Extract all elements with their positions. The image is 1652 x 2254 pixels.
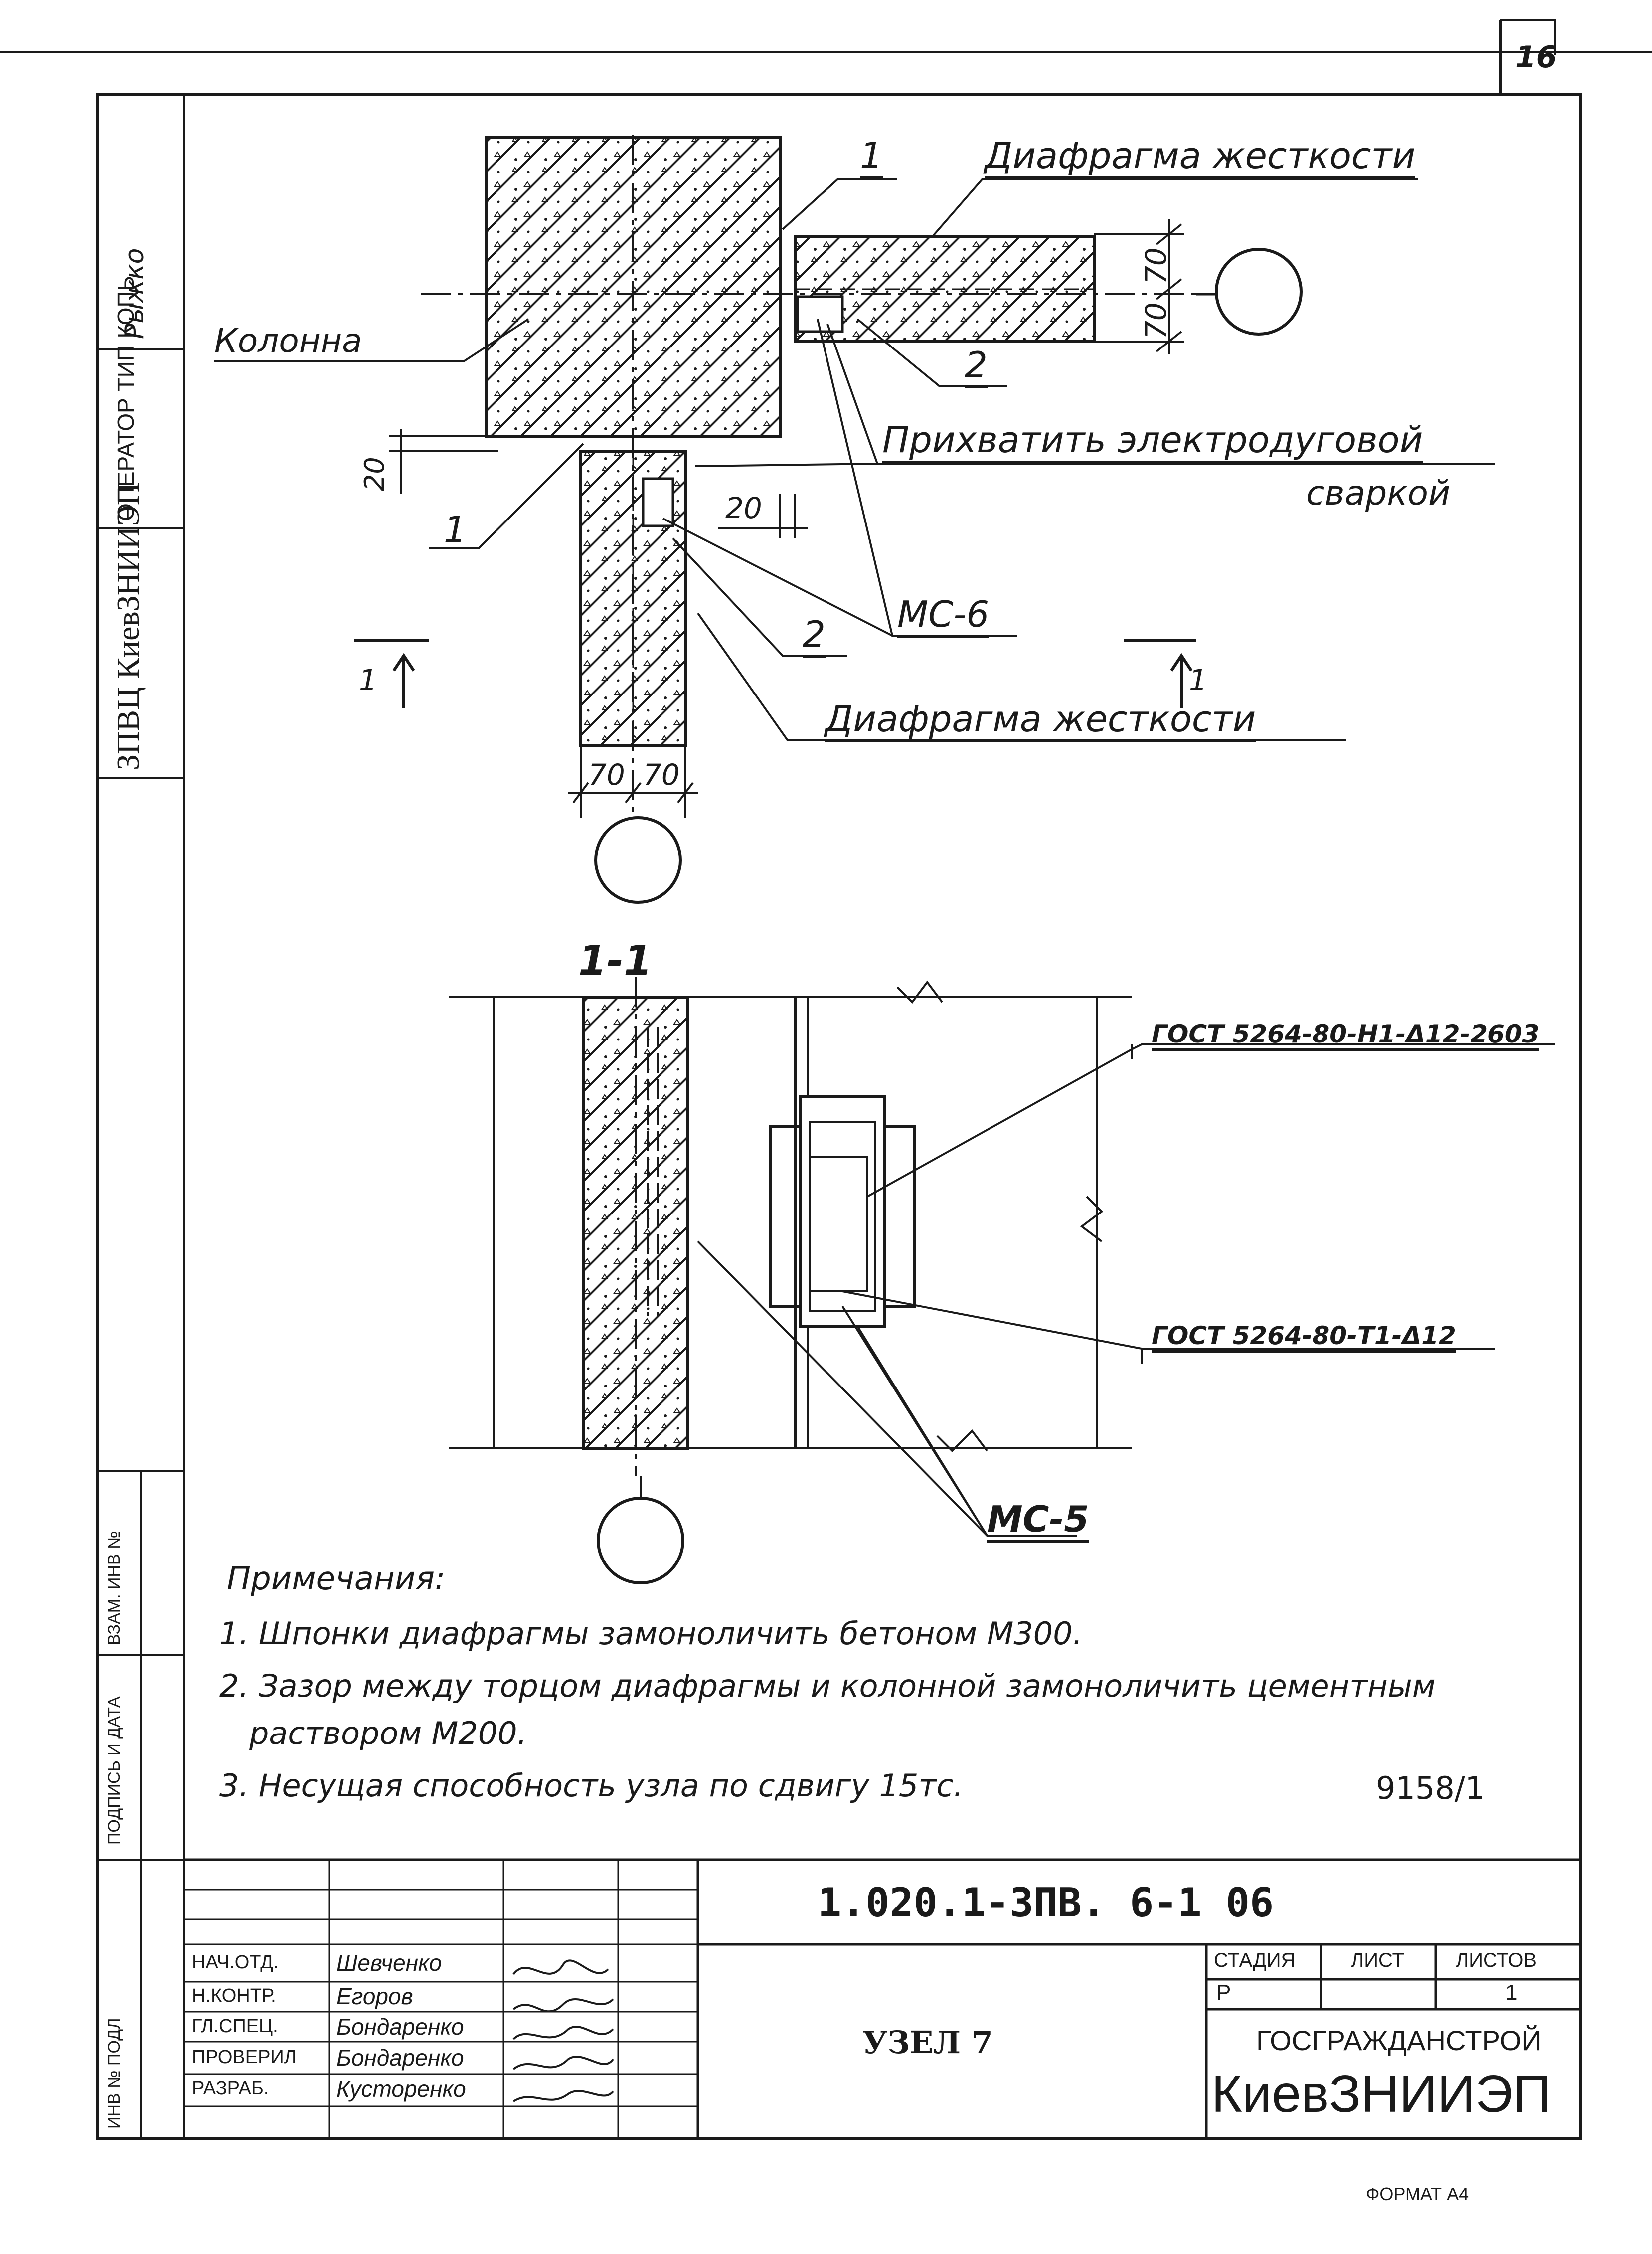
dim-70-d: 70 — [643, 758, 680, 792]
tb-row-name: Бондаренко — [336, 2014, 464, 2040]
axis-bubble-section — [597, 1497, 684, 1584]
format-label: ФОРМАТ А4 — [1366, 2184, 1469, 2204]
section-mark-left: 1 — [359, 663, 377, 697]
dim-70-b: 70 — [1139, 302, 1173, 339]
tb-code: 1.020.1-3ПВ. 6-1 06 — [818, 1880, 1274, 1926]
section-title: 1-1 — [578, 937, 653, 985]
dim-70-c: 70 — [588, 758, 625, 792]
tb-row-role: Н.КОНТР. — [192, 1985, 276, 2006]
page-number: 16 — [1515, 40, 1557, 75]
axis-bubble-bottom — [594, 816, 682, 904]
tb-org-line2: КиевЗНИИЭП — [1211, 2065, 1551, 2123]
tb-stage-header: СТАДИЯ — [1214, 1949, 1296, 1971]
section-mark-right: 1 — [1189, 663, 1207, 697]
label-weld: Прихватить электродуговой — [882, 419, 1423, 463]
margin-proverka-block: Рыжко — [120, 248, 150, 339]
margin-inv-podl: ИНВ № ПОДЛ — [105, 2018, 124, 2129]
tb-row-role: НАЧ.ОТД. — [192, 1952, 279, 1973]
dim-20-b: 20 — [725, 491, 762, 525]
axis-bubble-right — [1215, 248, 1303, 336]
archive-number: 9158/1 — [1376, 1770, 1485, 1806]
note-3: 3. Несущая способность узла по сдвигу 15… — [219, 1767, 964, 1804]
left-strip-dividers — [97, 348, 184, 2139]
tb-row-role: РАЗРАБ. — [192, 2078, 269, 2099]
callout-1-bottom: 1 — [444, 509, 467, 550]
title-block-grid — [184, 1858, 1580, 2139]
tb-row-name: Кусторенко — [336, 2076, 466, 2102]
tb-row-name: Егоров — [336, 1983, 413, 2009]
callout-2-top: 2 — [965, 344, 988, 388]
margin-vzam-inv: ВЗАМ. ИНВ № — [105, 1531, 124, 1645]
tb-row-name: Бондаренко — [336, 2045, 464, 2071]
tb-sheets-value: 1 — [1505, 1980, 1518, 2005]
label-diaphragm-bottom: Диафрагма жесткости — [825, 698, 1256, 742]
tb-row-role: ПРОВЕРИЛ — [192, 2047, 297, 2068]
label-weld-2: сваркой — [1306, 474, 1451, 513]
sheet-frame — [0, 19, 1652, 2140]
label-column: Колонна — [214, 322, 362, 362]
dim-70-a: 70 — [1139, 247, 1173, 284]
label-mc6: МС-6 — [897, 593, 990, 638]
tb-row-name: Шевченко — [336, 1950, 442, 1976]
callout-1-top: 1 — [860, 135, 883, 179]
tb-row-role: ГЛ.СПЕЦ. — [192, 2016, 278, 2037]
callout-2-bottom: 2 — [803, 613, 826, 658]
signature-marks — [512, 1959, 614, 2102]
notes-heading: Примечания: — [227, 1560, 446, 1597]
margin-org-block: ЗПВЦ КиевЗНИИЭП — [110, 482, 146, 770]
label-diaphragm-top: Диафрагма жесткости — [985, 135, 1416, 179]
tb-sheet-header: ЛИСТ — [1351, 1949, 1404, 1971]
note-2: 2. Зазор между торцом диафрагмы и колонн… — [219, 1668, 1436, 1704]
gost-bottom: ГОСТ 5264-80-Т1-Δ12 — [1152, 1321, 1456, 1353]
label-mc5: МС-5 — [987, 1498, 1089, 1543]
tb-title: УЗЕЛ 7 — [862, 2024, 993, 2061]
tb-sheets-header: ЛИСТОВ — [1456, 1949, 1537, 1971]
tb-org-line1: ГОСГРАЖДАНСТРОЙ — [1256, 2025, 1542, 2056]
margin-podpis-data: ПОДПИСЬ И ДАТА — [105, 1696, 124, 1845]
note-1: 1. Шпонки диафрагмы замоноличить бетоном… — [219, 1615, 1083, 1652]
dim-20-a: 20 — [359, 457, 390, 491]
gost-top: ГОСТ 5264-80-Н1-Δ12-2603 — [1152, 1020, 1540, 1051]
tb-stage-value: Р — [1216, 1980, 1231, 2005]
note-2-cont: раствором М200. — [249, 1715, 527, 1751]
